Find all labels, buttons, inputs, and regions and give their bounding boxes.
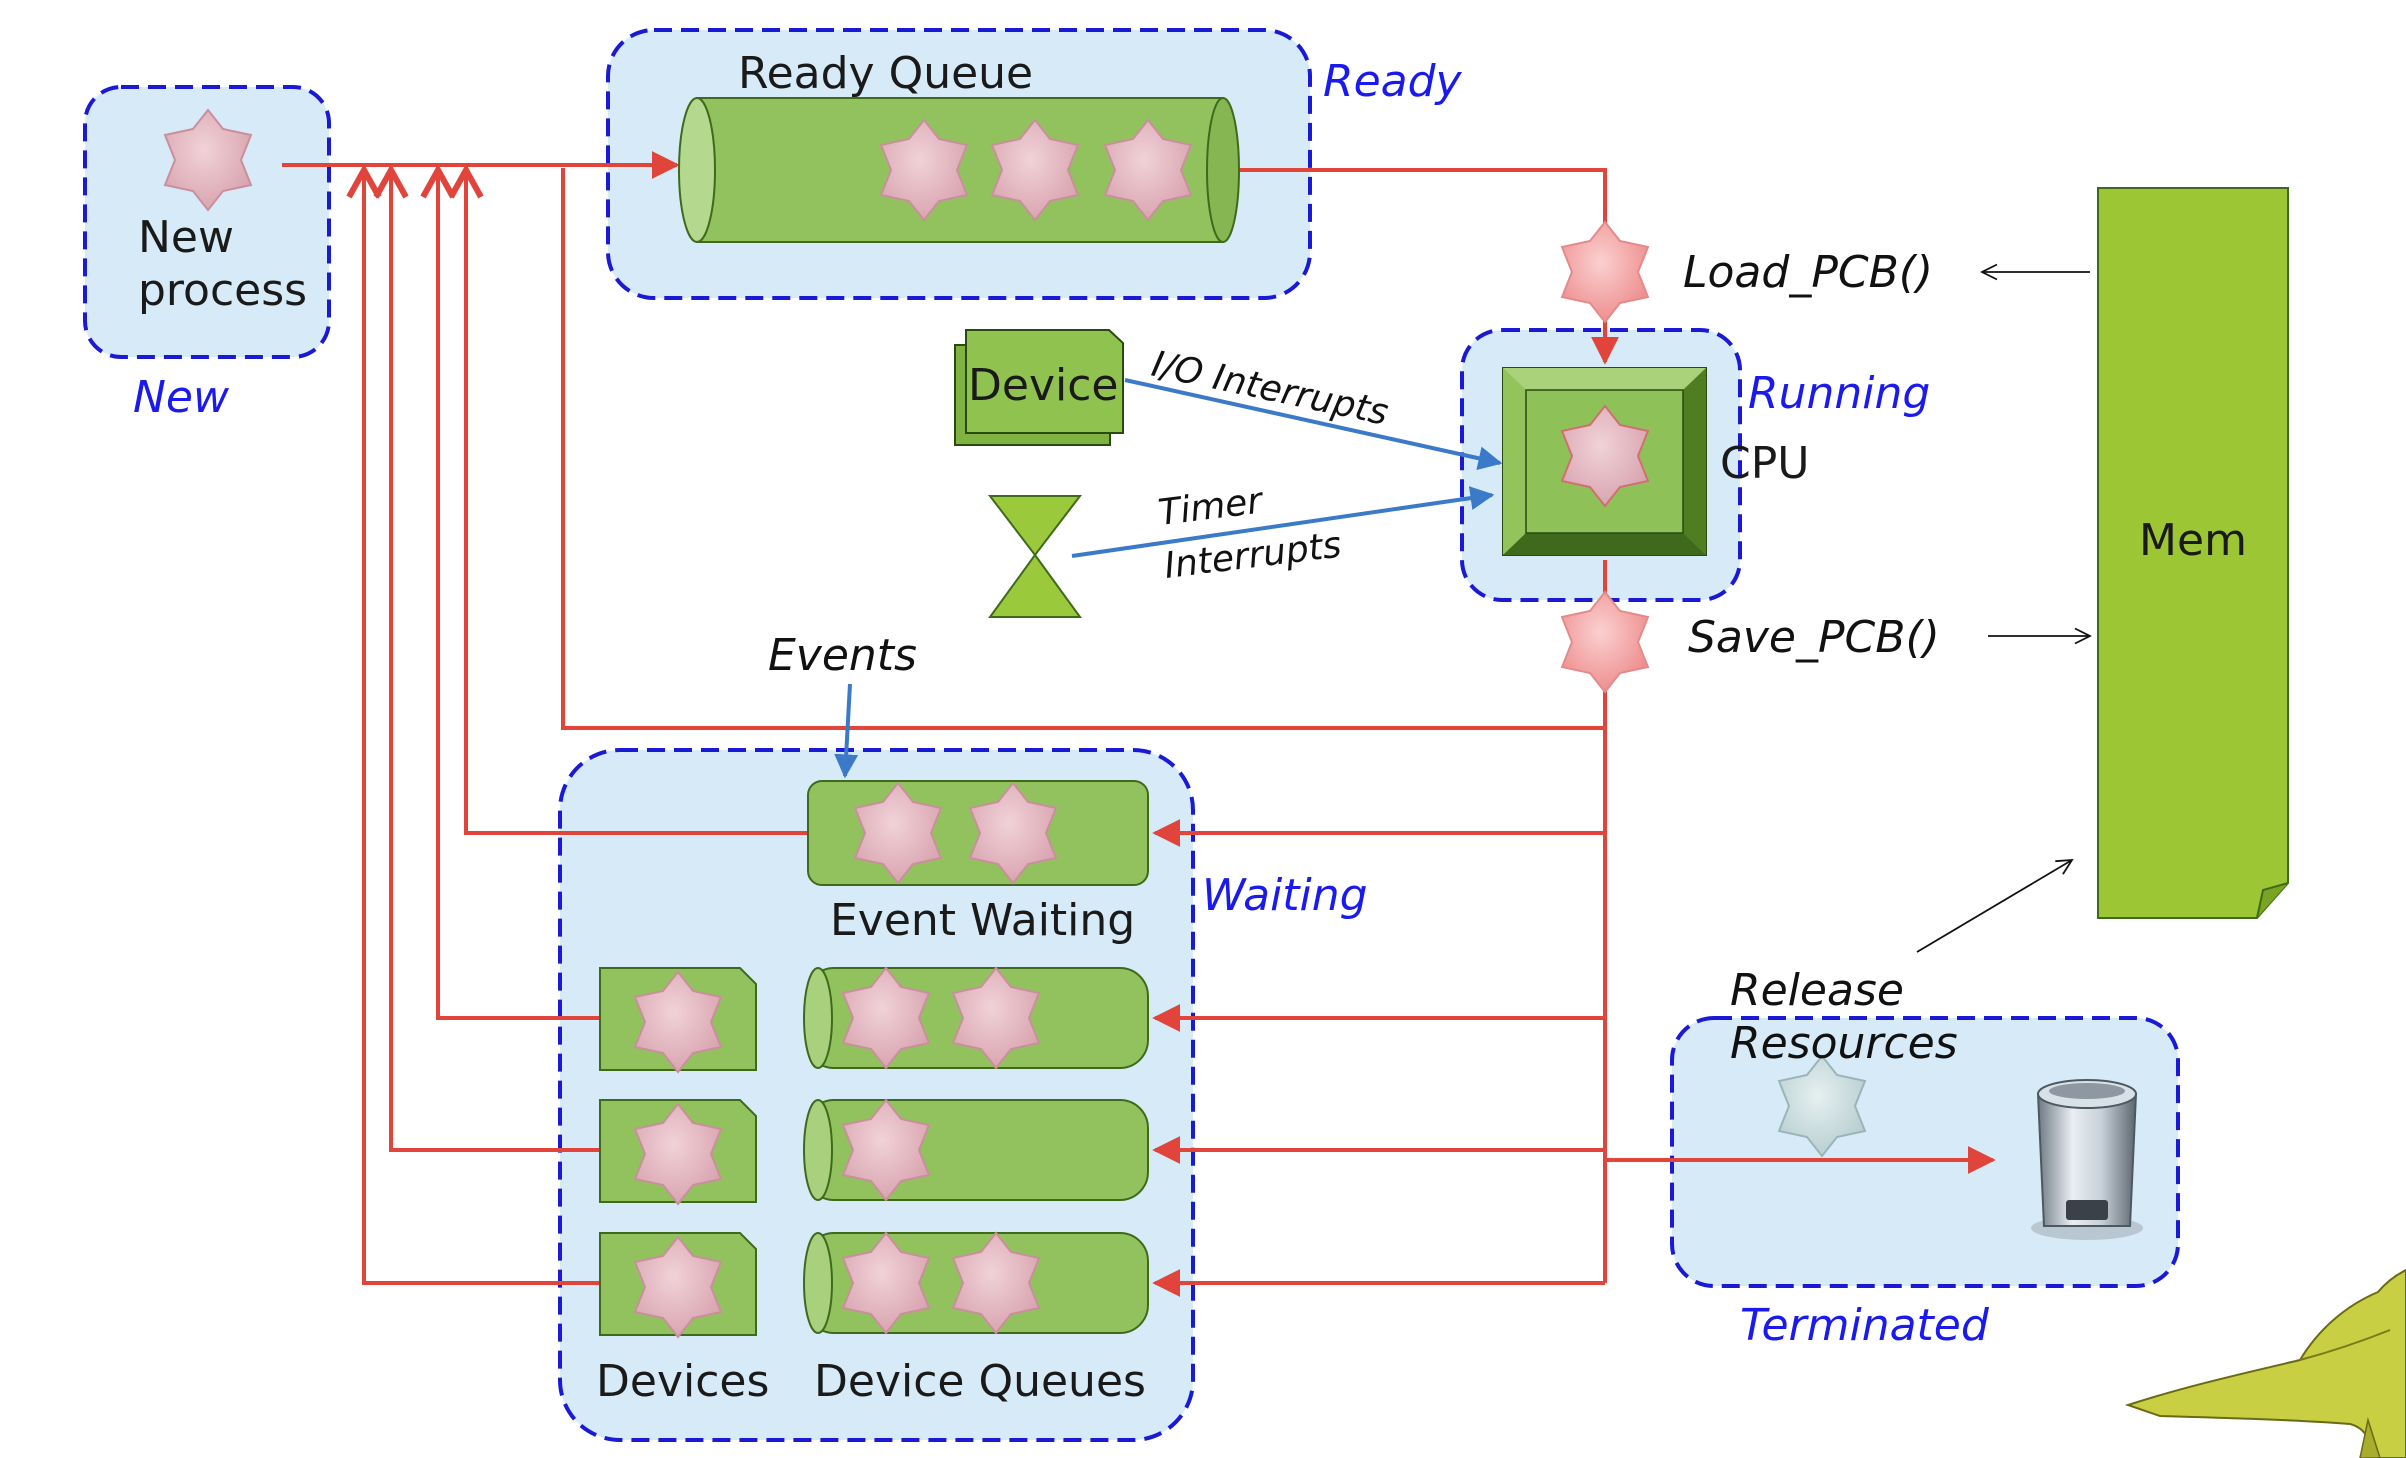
device-card [599, 1232, 757, 1338]
io-interrupts-label: I/O Interrupts [1148, 344, 1392, 434]
release-resources-label-line1: Release [1730, 965, 1904, 1016]
device-card [599, 1099, 757, 1205]
terminated-state-label: Terminated [1740, 1300, 1990, 1351]
hourglass-icon [987, 495, 1083, 618]
device-queues-label: Device Queues [814, 1356, 1146, 1407]
running-state-label: Running [1748, 368, 1930, 419]
trash-bin-icon [2031, 1079, 2143, 1240]
device-queue [803, 1232, 1149, 1334]
device-box [954, 329, 1124, 446]
timer-interrupt-arrow [1071, 486, 1495, 558]
waiting-state-label: Waiting [1202, 870, 1368, 921]
io-interrupt-arrow [1124, 378, 1503, 471]
event-return-line [466, 170, 808, 835]
new-state-region [83, 85, 331, 359]
ready-state-label: Ready [1323, 56, 1463, 107]
dinosaur-logo [2124, 1268, 2406, 1458]
load-pcb-icon [1561, 221, 1649, 323]
ready-queue-label: Ready Queue [738, 48, 1033, 99]
device-1-return-line [438, 170, 600, 1020]
devices-label: Devices [596, 1356, 769, 1407]
device-queue [803, 1099, 1149, 1201]
preempt-to-ready-line [561, 168, 1605, 730]
timer-interrupts-label-line2: Interrupts [1162, 525, 1344, 587]
new-state-label: New [133, 372, 230, 423]
flow-lines [282, 151, 1996, 1297]
device-3-return-line [364, 170, 600, 1285]
events-arrow [834, 683, 859, 779]
cpu-label: CPU [1720, 438, 1809, 489]
events-label: Events [768, 630, 917, 681]
mem-label: Mem [2139, 515, 2247, 566]
event-waiting-queue [807, 780, 1149, 886]
device-card [599, 967, 757, 1073]
release-resources-label-line2: Resources [1730, 1018, 1958, 1069]
release-to-mem-arrow [1916, 860, 2072, 953]
device-queue [803, 967, 1149, 1069]
device-2-return-line [391, 170, 600, 1152]
save-pcb-icon [1561, 591, 1649, 693]
new-process-label-line1: New [138, 212, 234, 263]
new-process-label-line2: process [138, 265, 307, 316]
memory-block [2097, 187, 2289, 919]
save-pcb-label: Save_PCB() [1688, 612, 1940, 663]
event-waiting-label: Event Waiting [830, 895, 1135, 946]
load-pcb-label: Load_PCB() [1683, 247, 1933, 298]
cpu-chip [1502, 367, 1707, 556]
ready-queue [678, 97, 1240, 243]
device-label: Device [968, 360, 1118, 411]
ready-queue-head [678, 97, 716, 243]
timer-interrupts-label-line1: Timer [1156, 480, 1266, 534]
